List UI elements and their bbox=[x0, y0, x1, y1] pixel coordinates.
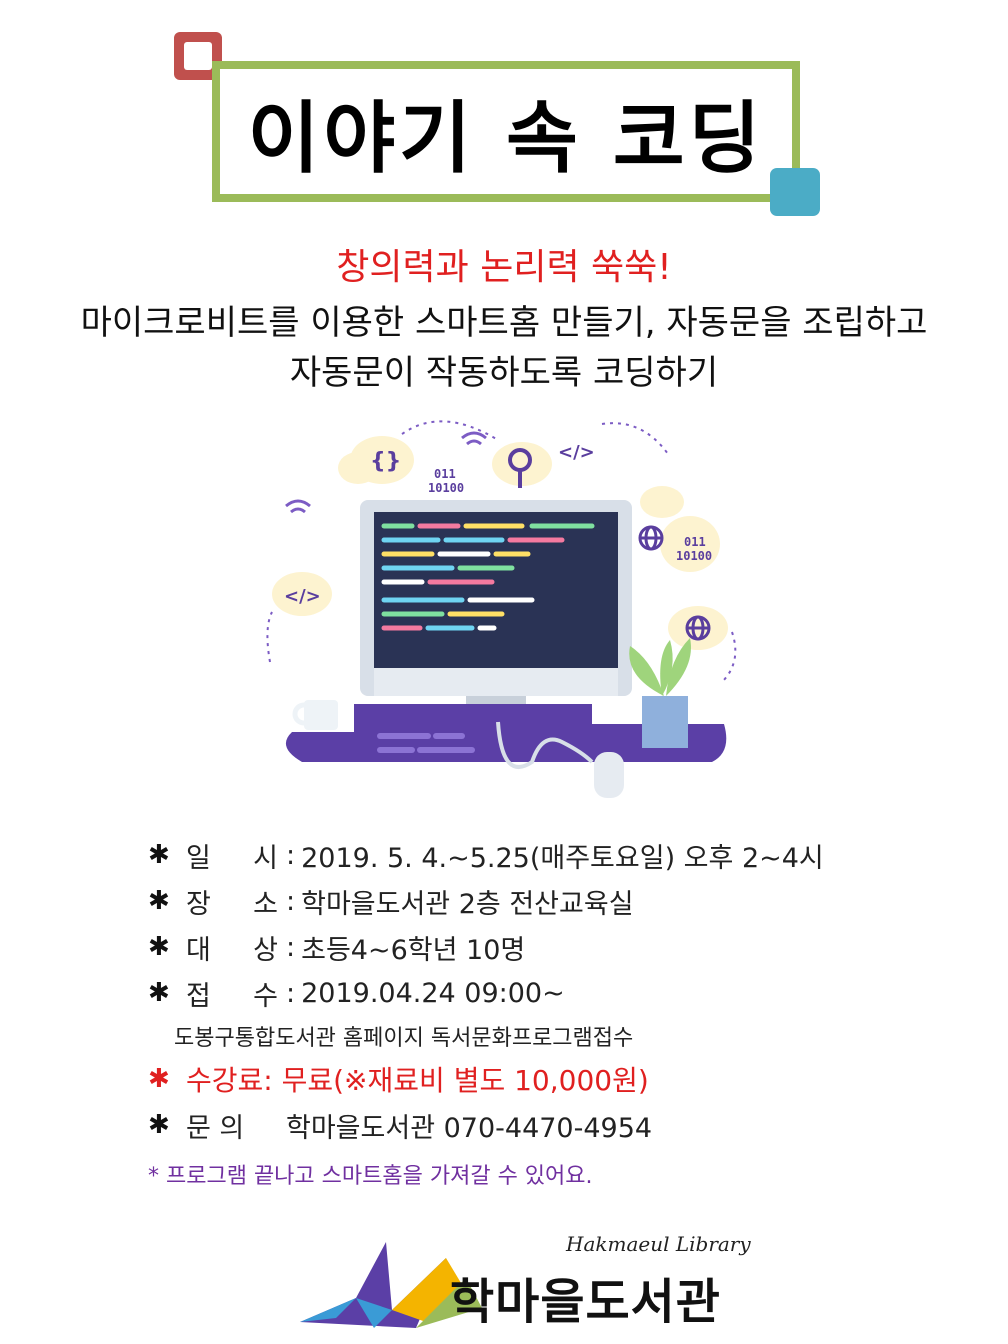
footnote: * 프로그램 끝나고 스마트홈을 가져갈 수 있어요. bbox=[148, 1164, 593, 1189]
label-date-a: 일 bbox=[186, 842, 211, 874]
place-value: 학마을도서관 2층 전산교육실 bbox=[301, 888, 634, 920]
plant-pot bbox=[642, 696, 688, 748]
cloud-icon bbox=[272, 436, 728, 650]
svg-text:011: 011 bbox=[434, 467, 456, 481]
label-target-b: 상 bbox=[253, 934, 278, 966]
target-value: 초등4~6학년 10명 bbox=[301, 934, 526, 966]
title-frame: 이야기 속 코딩 bbox=[212, 61, 800, 202]
label-date-b: 시 bbox=[253, 842, 278, 874]
star-bullet: ✱ bbox=[148, 840, 170, 870]
apply-instructions: 도봉구통합도서관 홈페이지 독서문화프로그램접수 bbox=[174, 1026, 634, 1051]
star-bullet: ✱ bbox=[148, 886, 170, 916]
decor-square-blue bbox=[770, 168, 820, 216]
star-bullet-red: ✱ bbox=[148, 1064, 170, 1094]
contact-label: 문 의 bbox=[186, 1112, 245, 1144]
info-row-fee: ✱ 수강료: 무료(※재료비 별도 10,000원) bbox=[148, 1056, 908, 1102]
code-tag-icon: </> bbox=[558, 442, 595, 463]
library-logo bbox=[300, 1242, 482, 1328]
code-tag-icon-left: </> bbox=[284, 586, 321, 607]
globe-icon bbox=[638, 525, 711, 641]
label-place-a: 장 bbox=[186, 888, 211, 920]
label-place-b: 소 bbox=[253, 888, 278, 920]
logo-korean-name: 학마을도서관 bbox=[450, 1274, 721, 1330]
star-bullet: ✱ bbox=[148, 978, 170, 1008]
svg-text:10100: 10100 bbox=[428, 481, 464, 495]
svg-text:10100: 10100 bbox=[676, 549, 712, 563]
star-bullet: ✱ bbox=[148, 1110, 170, 1140]
wifi-icon bbox=[285, 431, 487, 514]
decor-square-red bbox=[174, 32, 222, 80]
tagline: 창의력과 논리력 쑥쑥! bbox=[336, 247, 672, 288]
page-title: 이야기 속 코딩 bbox=[247, 93, 765, 184]
star-bullet: ✱ bbox=[148, 932, 170, 962]
fee-value: 수강료: 무료(※재료비 별도 10,000원) bbox=[186, 1064, 649, 1097]
logo-english-name: Hakmaeul Library bbox=[566, 1232, 751, 1256]
braces-icon: {} bbox=[370, 449, 401, 474]
label-apply-a: 접 bbox=[186, 980, 211, 1012]
description-line-1: 마이크로비트를 이용한 스마트홈 만들기, 자동문을 조립하고 bbox=[80, 303, 928, 343]
mouse bbox=[594, 752, 624, 798]
description-line-2: 자동문이 작동하도록 코딩하기 bbox=[289, 353, 719, 393]
date-value: 2019. 5. 4.~5.25(매주토요일) 오후 2~4시 bbox=[301, 842, 824, 874]
label-target-a: 대 bbox=[186, 934, 211, 966]
contact-value: 학마을도서관 070-4470-4954 bbox=[286, 1112, 653, 1144]
apply-value: 2019.04.24 09:00~ bbox=[301, 977, 565, 1009]
info-row-contact: ✱ 문 의 학마을도서관 070-4470-4954 bbox=[148, 1102, 908, 1148]
svg-text:011: 011 bbox=[684, 535, 706, 549]
label-apply-b: 수 bbox=[253, 980, 278, 1012]
